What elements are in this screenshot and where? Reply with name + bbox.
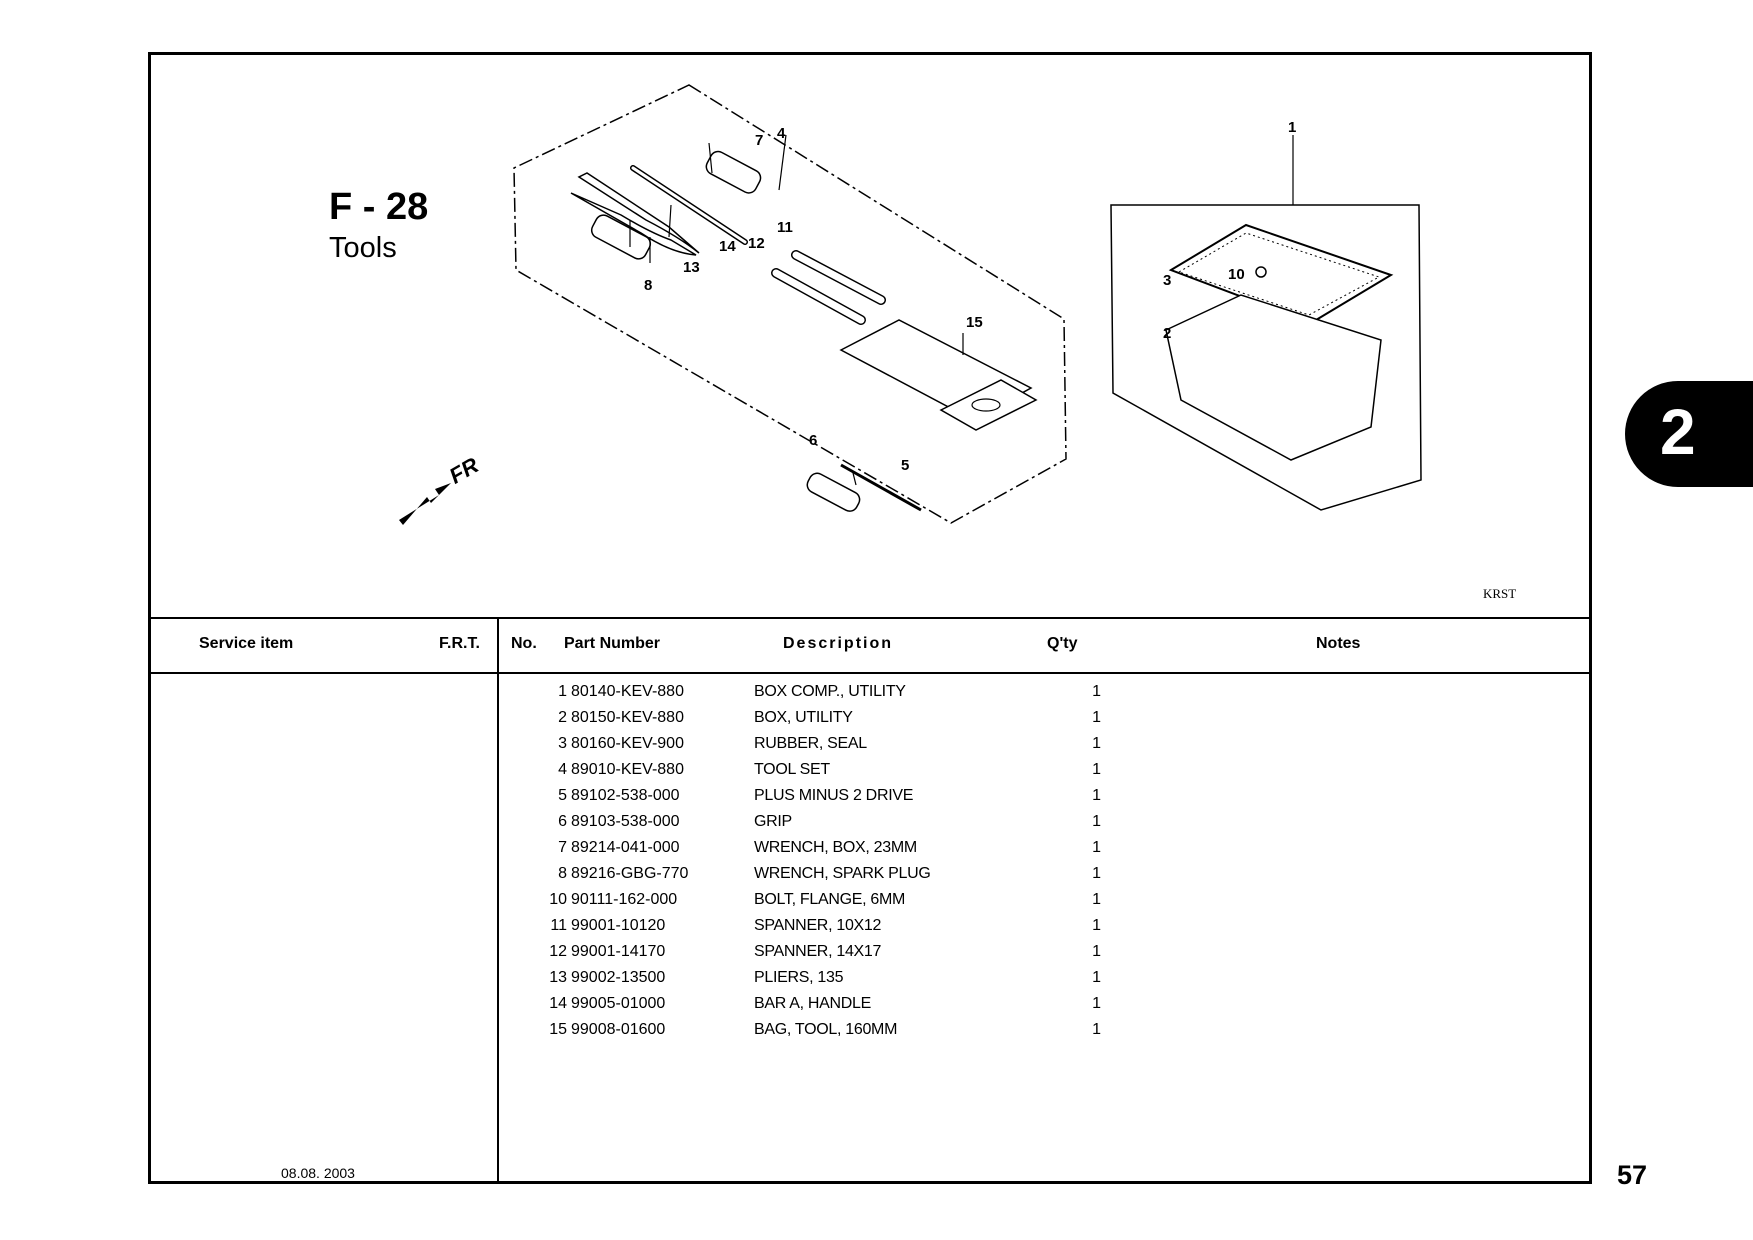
box-wrench-drawing (705, 150, 762, 194)
figure-code: F - 28 (329, 186, 429, 228)
callout-3: 3 (1163, 272, 1171, 289)
spark-plug-wrench-drawing (590, 214, 652, 260)
section-number: 2 (1660, 396, 1696, 468)
utility-box-outline (1110, 204, 1422, 511)
column-divider (497, 617, 499, 1181)
tool-set-outline (513, 84, 1067, 524)
grip-drawing (806, 472, 861, 512)
parts-illustration: FR 1 2 3 4 5 6 7 8 10 11 12 13 14 15 (399, 84, 1422, 525)
header-notes: Notes (1316, 635, 1361, 652)
header-bottom-rule (151, 672, 1589, 674)
callout-1: 1 (1288, 119, 1296, 136)
flange-bolt-drawing (1255, 266, 1267, 278)
section-tab: 2 (1625, 381, 1753, 487)
catalog-page-frame: F - 28 Tools (148, 52, 1592, 1184)
callout-8: 8 (644, 277, 652, 294)
drawing-code: KRST (1483, 586, 1517, 601)
driver-drawing (840, 463, 922, 512)
callout-7: 7 (755, 132, 763, 149)
callout-13: 13 (683, 259, 700, 276)
header-frt: F.R.T. (439, 635, 480, 652)
callout-5: 5 (901, 457, 909, 474)
callout-4: 4 (777, 125, 786, 142)
header-no: No. (511, 635, 537, 652)
front-direction-arrow (399, 483, 451, 525)
header-part-number: Part Number (564, 635, 661, 652)
callout-10: 10 (1228, 266, 1245, 283)
header-description: Description (783, 635, 894, 652)
figure-title: Tools (329, 232, 397, 264)
header-service-item: Service item (199, 635, 294, 652)
utility-box-body-drawing (1165, 294, 1382, 461)
callout-2: 2 (1163, 325, 1171, 342)
pliers-drawing (570, 192, 697, 256)
callout-14: 14 (719, 238, 736, 255)
issue-date: 08.08. 2003 (281, 1165, 355, 1181)
callout-11: 11 (777, 219, 793, 236)
header-qty: Q'ty (1047, 635, 1078, 652)
callout-12: 12 (748, 235, 765, 252)
page-number: 57 (1617, 1160, 1648, 1190)
table-top-rule (151, 617, 1589, 619)
callout-15: 15 (966, 314, 983, 331)
callout-6: 6 (809, 432, 817, 449)
exploded-diagram: F - 28 Tools (151, 55, 1589, 617)
